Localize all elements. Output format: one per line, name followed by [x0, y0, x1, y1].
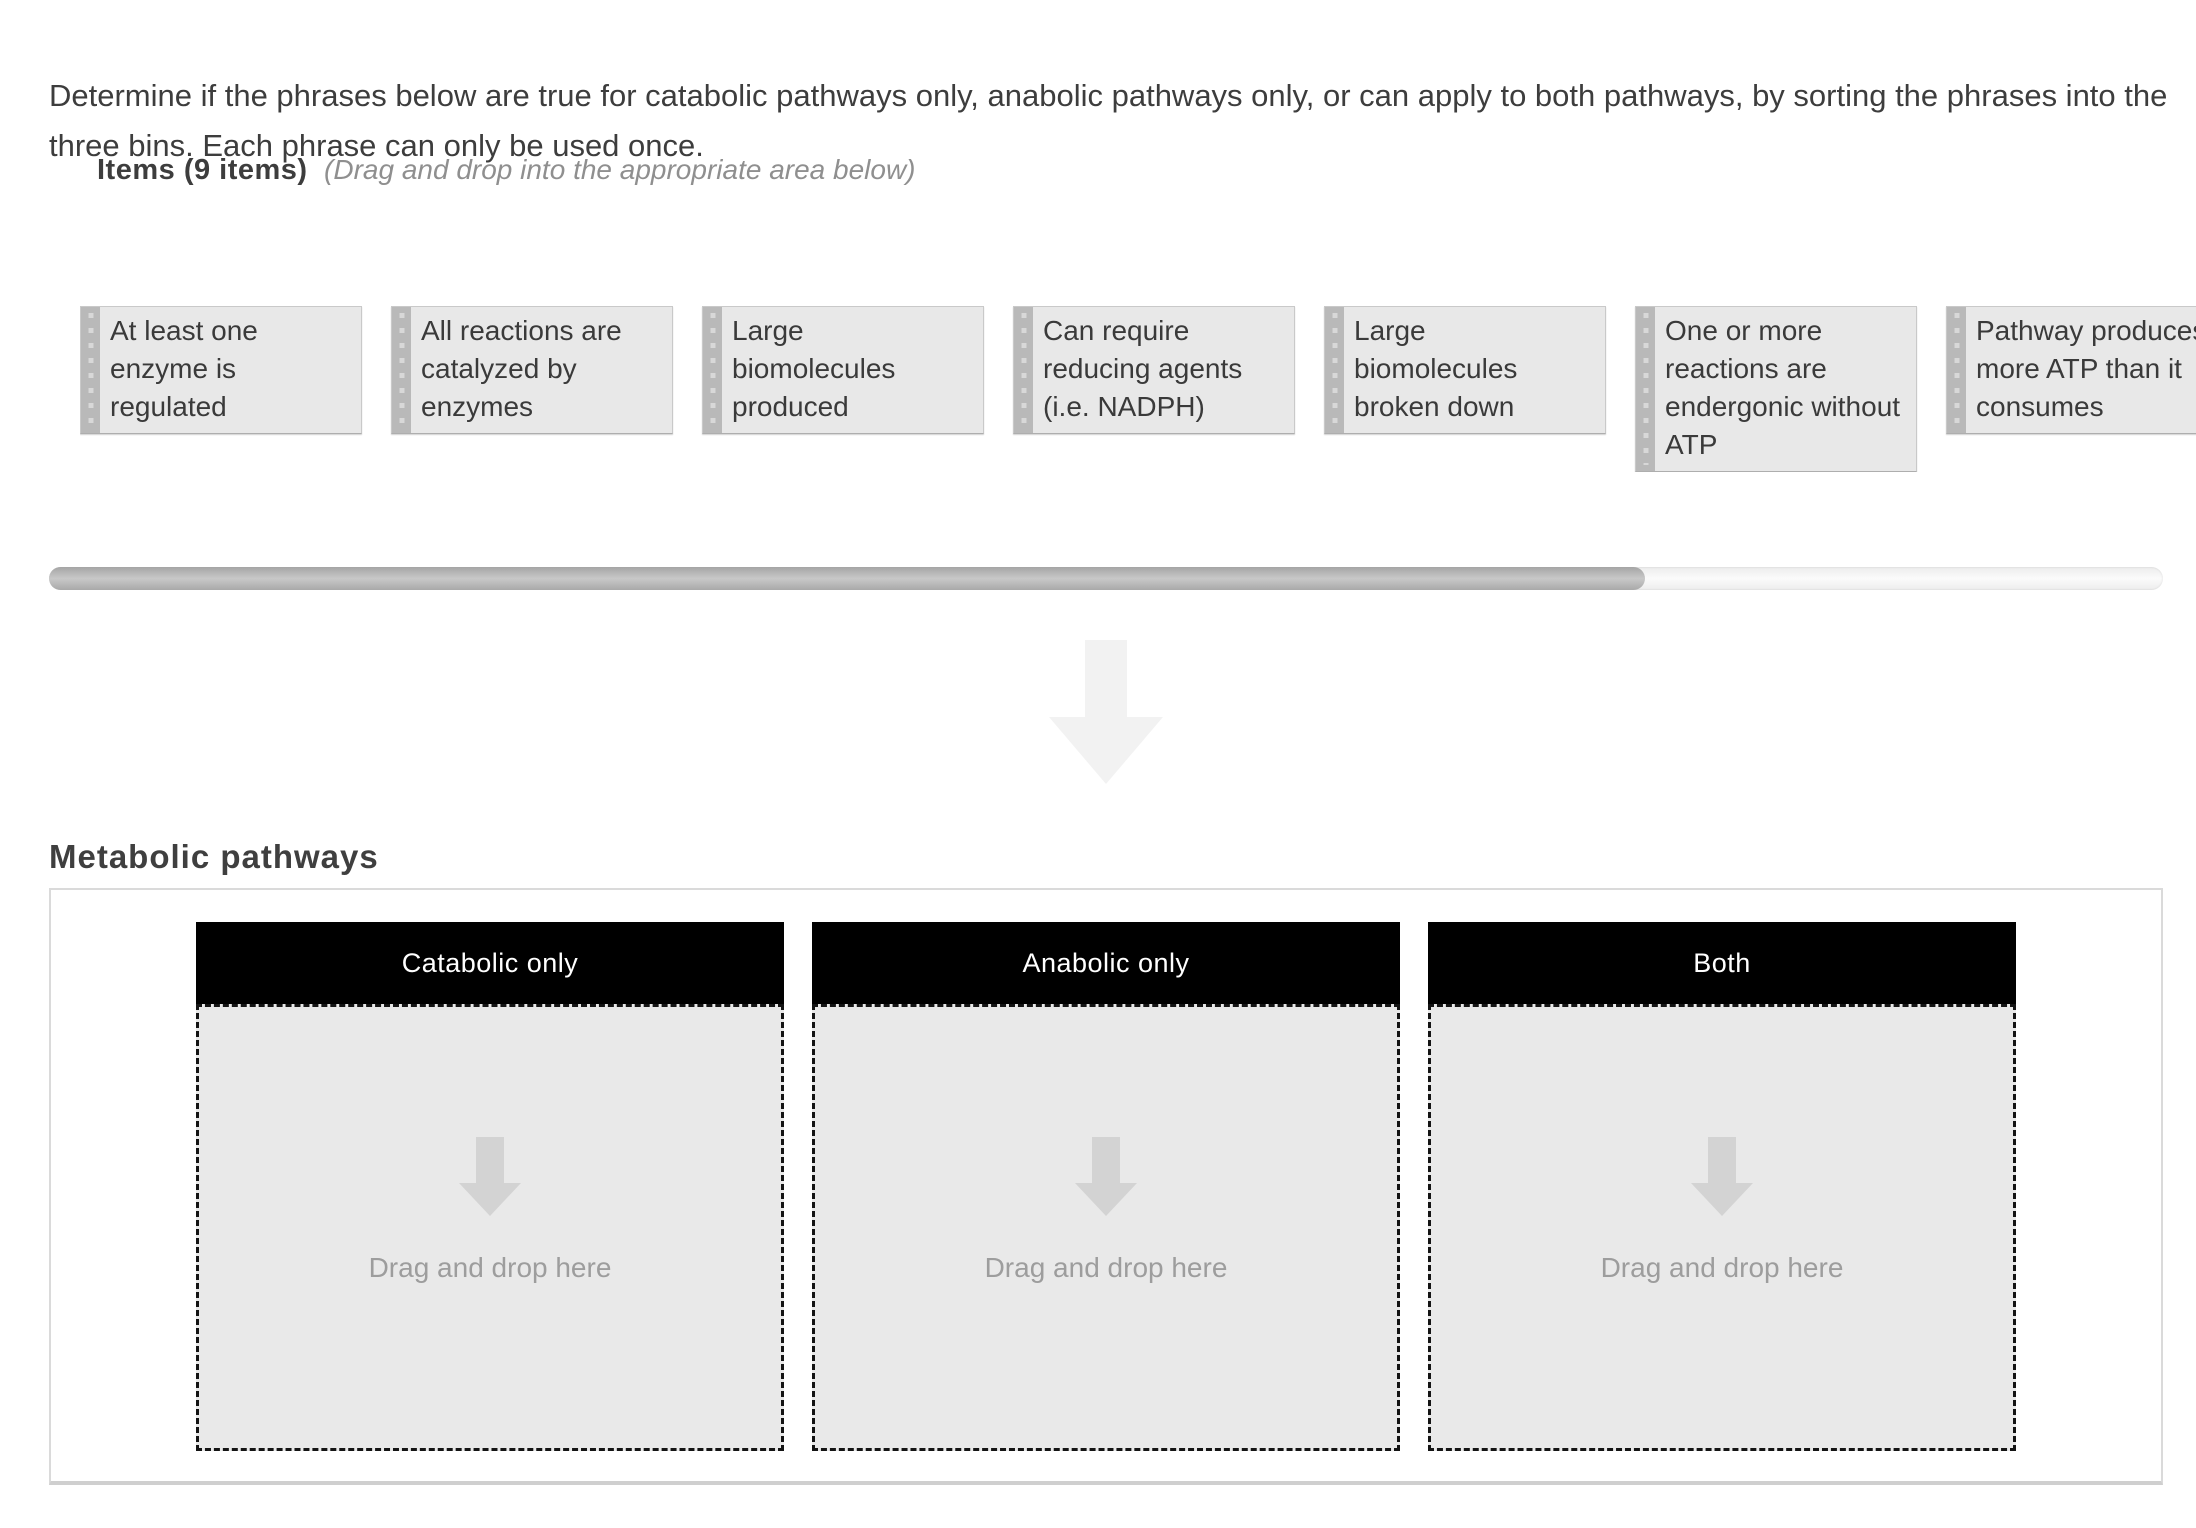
drop-placeholder-text: Drag and drop here	[368, 1252, 612, 1283]
bin-both: Both Drag and drop here	[1428, 922, 2016, 1451]
item-text: Pathway produces more ATP than it consum…	[1976, 315, 2196, 422]
drop-zone-anabolic-only[interactable]: Drag and drop here	[812, 1004, 1400, 1451]
item-text: All reactions are catalyzed by enzymes	[421, 315, 622, 422]
drop-zone-catabolic-only[interactable]: Drag and drop here	[196, 1004, 784, 1451]
items-scrollbar-thumb[interactable]	[49, 567, 1645, 590]
drag-handle-icon	[703, 307, 722, 433]
bins-panel: Catabolic only Drag and drop here Anabol…	[49, 888, 2163, 1485]
bin-header: Catabolic only	[196, 922, 784, 1004]
drag-handle-icon	[392, 307, 411, 433]
drag-handle-icon	[1636, 307, 1655, 471]
item-text: One or more reactions are endergonic wit…	[1665, 315, 1901, 460]
drop-zone-both[interactable]: Drag and drop here	[1428, 1004, 2016, 1451]
drop-arrow-icon	[1075, 1137, 1137, 1216]
items-tray: At least one enzyme is regulated All rea…	[80, 306, 2196, 472]
bin-anabolic-only: Anabolic only Drag and drop here	[812, 922, 1400, 1451]
item-card[interactable]: At least one enzyme is regulated	[80, 306, 362, 434]
items-header: Items (9 items) (Drag and drop into the …	[97, 154, 916, 187]
question-instructions: Determine if the phrases below are true …	[49, 78, 2168, 163]
item-text: Can require reducing agents (i.e. NADPH)	[1043, 315, 1243, 422]
bins-row: Catabolic only Drag and drop here Anabol…	[51, 890, 2161, 1451]
drag-handle-icon	[1947, 307, 1966, 433]
drag-hint-text: (Drag and drop into the appropriate area…	[324, 154, 916, 185]
drop-arrow-icon	[459, 1137, 521, 1216]
items-scrollbar[interactable]	[49, 567, 2163, 590]
items-count-label: Items (9 items)	[97, 154, 308, 186]
bin-header: Anabolic only	[812, 922, 1400, 1004]
group-title: Metabolic pathways	[49, 838, 379, 875]
item-text: Large biomolecules produced	[732, 315, 896, 422]
item-card[interactable]: One or more reactions are endergonic wit…	[1635, 306, 1917, 472]
down-arrow-wrap	[49, 640, 2163, 784]
item-text: At least one enzyme is regulated	[110, 315, 258, 422]
item-card[interactable]: Pathway produces more ATP than it consum…	[1946, 306, 2196, 434]
bin-header: Both	[1428, 922, 2016, 1004]
item-card[interactable]: All reactions are catalyzed by enzymes	[391, 306, 673, 434]
drop-placeholder-text: Drag and drop here	[984, 1252, 1228, 1283]
drop-placeholder-text: Drag and drop here	[1600, 1252, 1844, 1283]
drag-handle-icon	[1325, 307, 1344, 433]
item-card[interactable]: Can require reducing agents (i.e. NADPH)	[1013, 306, 1295, 434]
bin-catabolic-only: Catabolic only Drag and drop here	[196, 922, 784, 1451]
drag-handle-icon	[81, 307, 100, 433]
drag-handle-icon	[1014, 307, 1033, 433]
item-card[interactable]: Large biomolecules broken down	[1324, 306, 1606, 434]
item-card[interactable]: Large biomolecules produced	[702, 306, 984, 434]
item-text: Large biomolecules broken down	[1354, 315, 1518, 422]
drop-arrow-icon	[1691, 1137, 1753, 1216]
down-arrow-icon	[1049, 640, 1163, 784]
